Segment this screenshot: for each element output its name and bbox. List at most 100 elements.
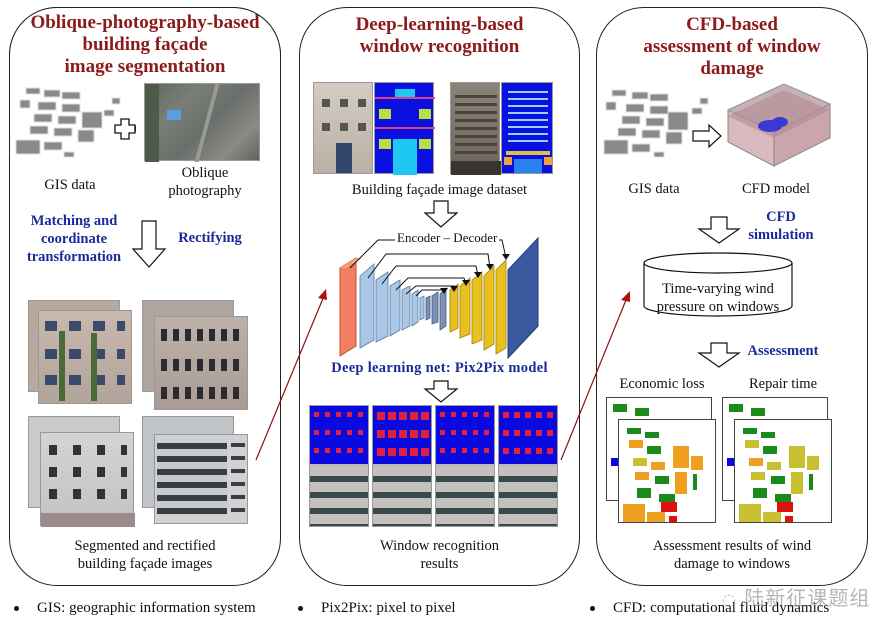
- building-block: [751, 472, 765, 480]
- window-pixel: [399, 412, 407, 420]
- encoder-layer: [389, 279, 401, 337]
- down-arrow-icon: [423, 200, 459, 228]
- recognition-result-tile: [372, 405, 432, 527]
- arrow-head: [318, 289, 327, 300]
- output-layer: [507, 236, 539, 360]
- window-pixel: [484, 430, 489, 435]
- window-pixel: [388, 412, 396, 420]
- window-pixel: [547, 430, 553, 436]
- building-block: [761, 432, 775, 438]
- window-pixel: [536, 412, 542, 418]
- economic-loss-label: Economic loss: [619, 376, 705, 392]
- window-pixel: [377, 412, 385, 420]
- encoder-layer: [359, 263, 375, 349]
- label-line: Window recognition: [379, 538, 500, 554]
- window-pixel: [347, 448, 352, 453]
- building-block: [627, 428, 641, 434]
- repair-time-label: Repair time: [748, 376, 818, 392]
- facade-photo: [40, 432, 135, 527]
- building-block: [791, 472, 803, 494]
- label-line: photography: [168, 183, 242, 199]
- window-pixel: [347, 430, 352, 435]
- window-pixel: [410, 448, 418, 456]
- assessment-label: Assessment: [747, 343, 819, 359]
- building-block: [739, 504, 761, 522]
- building-block: [629, 440, 643, 448]
- down-arrow-icon: [697, 216, 741, 244]
- label-line: building façade images: [77, 556, 213, 572]
- building-block: [651, 462, 665, 470]
- window-pixel: [410, 430, 418, 438]
- window-pixel: [325, 448, 330, 453]
- label-line: Assessment results of wind: [652, 538, 812, 554]
- dataset-label: Building façade image dataset: [351, 182, 528, 198]
- building-block: [743, 428, 757, 434]
- building-block: [691, 456, 703, 470]
- window-pixel: [462, 430, 467, 435]
- pix2pix-model-label: Deep learning net: Pix2Pix model: [331, 360, 548, 376]
- building-block: [745, 440, 759, 448]
- pix2pix-network-diagram: [339, 236, 539, 360]
- building-block: [771, 476, 785, 484]
- building-block: [635, 408, 649, 416]
- oblique-photo: [144, 83, 260, 162]
- window-mask: [436, 406, 494, 464]
- title-line: assessment of window: [643, 36, 821, 57]
- footnote-text: CFD: computational fluid dynamics: [613, 600, 830, 616]
- cfd-simulation-label: CFD simulation: [736, 208, 826, 244]
- facade-dataset-photo: [450, 82, 501, 175]
- building-block: [807, 456, 819, 470]
- window-pixel: [525, 448, 531, 454]
- window-pixel: [451, 448, 456, 453]
- recognition-result-tile: [435, 405, 495, 527]
- footnote-text: GIS: geographic information system: [37, 600, 256, 616]
- recognition-result-tile: [309, 405, 369, 527]
- facade-photo: [436, 466, 494, 526]
- building-block: [647, 446, 661, 454]
- plus-outline-icon: [114, 118, 136, 140]
- window-pixel: [514, 448, 520, 454]
- gis-buildings-image: [15, 87, 121, 158]
- gis-data-label: GIS data: [44, 177, 96, 193]
- window-pixel: [399, 430, 407, 438]
- decoder-layer: [495, 259, 507, 355]
- label-line: coordinate: [40, 231, 108, 247]
- down-arrow-icon: [697, 342, 741, 368]
- bottleneck-layer: [431, 291, 439, 325]
- window-pixel: [525, 412, 531, 418]
- down-arrow-icon: [131, 220, 167, 268]
- rectifying-label: Rectifying: [178, 230, 242, 246]
- window-mask: [373, 406, 431, 464]
- window-pixel: [358, 430, 363, 435]
- label-line: simulation: [748, 227, 814, 243]
- window-pixel: [440, 412, 445, 417]
- title-line: window recognition: [359, 36, 520, 57]
- title-line: CFD-based: [686, 14, 778, 35]
- building-block: [669, 516, 677, 522]
- window-pixel: [358, 448, 363, 453]
- window-pixel: [440, 448, 445, 453]
- title-line: building façade: [82, 34, 208, 55]
- window-pixel: [536, 448, 542, 454]
- window-pixel: [314, 412, 319, 417]
- window-pixel: [325, 430, 330, 435]
- building-block: [637, 488, 651, 498]
- cfd-model-label: CFD model: [741, 181, 811, 197]
- building-block: [645, 432, 659, 438]
- window-pixel: [484, 412, 489, 417]
- label-line: transformation: [26, 249, 122, 265]
- building-block: [623, 504, 645, 522]
- cfd-model-image: [726, 83, 832, 167]
- window-pixel: [388, 448, 396, 456]
- window-pixel: [377, 430, 385, 438]
- window-pixel: [440, 430, 445, 435]
- watermark: ◌ 陆新征课题组: [722, 582, 870, 611]
- bottleneck-layer: [425, 295, 431, 321]
- bullet-icon: [14, 606, 19, 612]
- building-block: [633, 458, 647, 466]
- database-cylinder-icon: [643, 252, 793, 317]
- window-pixel: [536, 430, 542, 436]
- window-pixel: [473, 430, 478, 435]
- footnote-pix2pix: Pix2Pix: pixel to pixel: [298, 600, 456, 617]
- window-pixel: [325, 412, 330, 417]
